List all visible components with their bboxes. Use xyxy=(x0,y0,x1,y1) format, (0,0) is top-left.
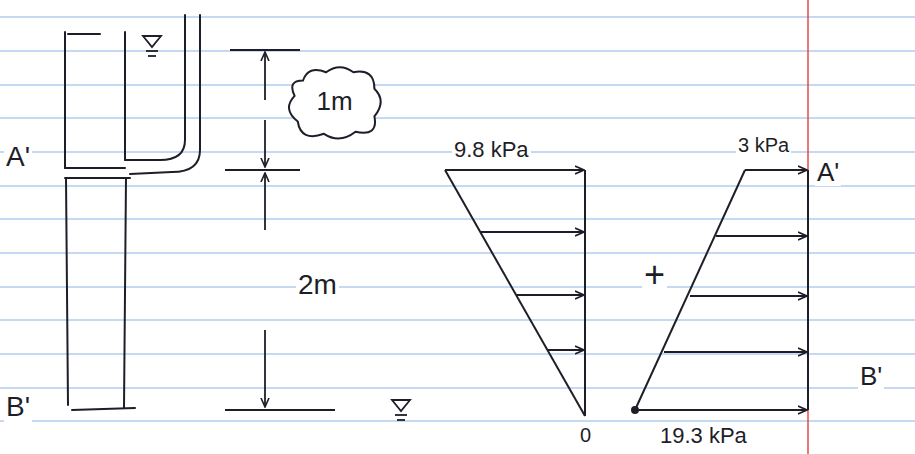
point-label: B' xyxy=(4,392,32,422)
pressure-value: 9.8 kPa xyxy=(452,138,531,162)
dimension-label: 1m xyxy=(316,88,352,114)
point-label: B' xyxy=(858,362,884,390)
pressure-trapezoid xyxy=(632,170,808,413)
point-label: A' xyxy=(4,142,32,172)
pressure-triangle xyxy=(445,170,585,416)
cloud-note: 1m xyxy=(282,60,387,142)
pressure-value: 0 xyxy=(578,424,593,446)
pressure-value: 19.3 kPa xyxy=(658,424,749,448)
plus-sign: + xyxy=(642,256,667,294)
ruled-lines xyxy=(0,17,915,421)
dimension-label: 2m xyxy=(296,270,339,300)
pressure-value: 3 kPa xyxy=(736,134,791,156)
margin-line xyxy=(807,0,808,454)
soil-column xyxy=(65,15,200,410)
point-label: A' xyxy=(815,158,841,186)
water-table-symbol xyxy=(392,400,410,420)
water-table-symbol xyxy=(143,36,161,56)
